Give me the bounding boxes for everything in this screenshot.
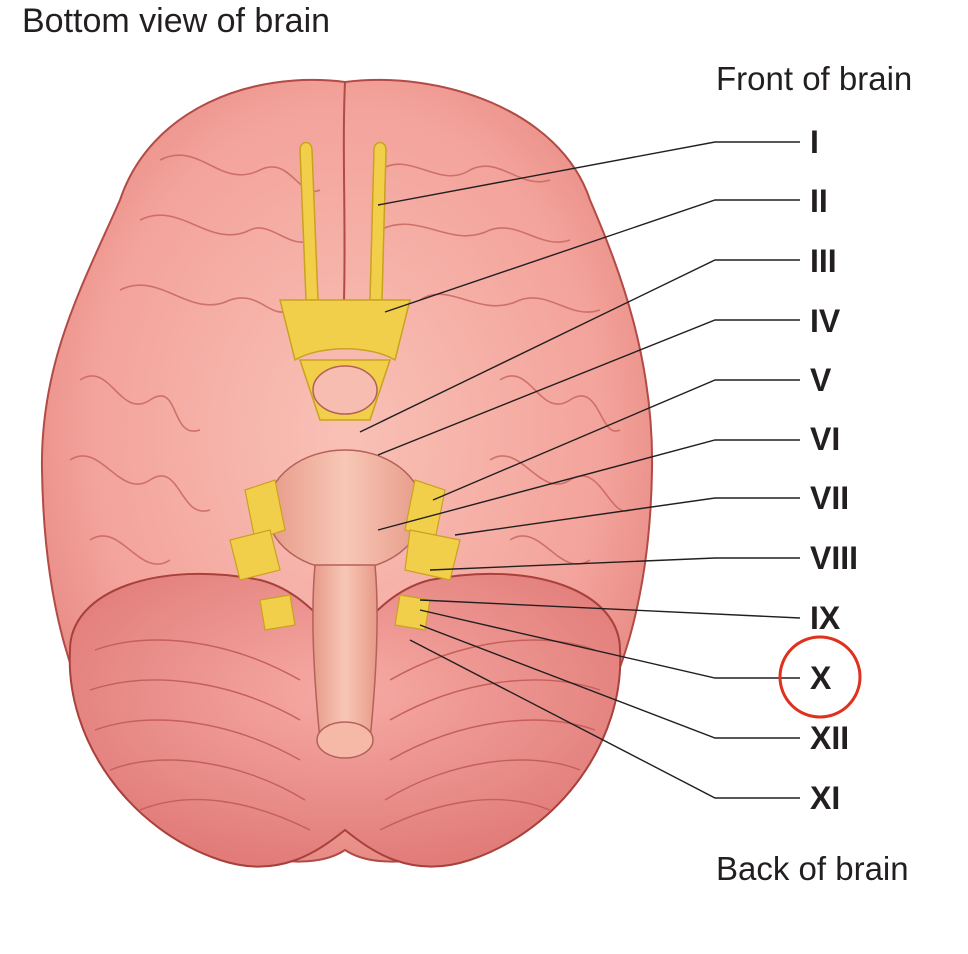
nerve-roots: [229, 479, 461, 631]
front-of-brain-label: Front of brain: [716, 60, 913, 97]
spinal-cord-section: [316, 721, 374, 759]
nerve-label-IV: IV: [810, 303, 841, 339]
nerve-label-X: X: [810, 660, 832, 696]
nerve-label-III: III: [810, 243, 837, 279]
nerve-label-V: V: [810, 362, 832, 398]
nerve-label-XII: XII: [810, 720, 850, 756]
diagram-title: Bottom view of brain: [22, 2, 331, 40]
highlight-circle: [778, 635, 862, 719]
back-of-brain-label: Back of brain: [716, 850, 909, 887]
cerebellar-folia: [89, 639, 601, 831]
leader-lines: [359, 141, 801, 799]
nerve-label-IX: IX: [810, 600, 841, 636]
nerve-label-II: II: [810, 183, 828, 219]
pituitary: [312, 365, 378, 415]
nerve-label-I: I: [810, 124, 819, 160]
medulla: [312, 564, 378, 741]
nerve-label-VIII: VIII: [810, 540, 859, 576]
nerve-label-VI: VI: [810, 421, 841, 457]
nerve-label-VII: VII: [810, 480, 850, 516]
nerve-label-XI: XI: [810, 780, 841, 816]
pons: [266, 449, 424, 571]
longitudinal-fissure: [342, 81, 346, 301]
